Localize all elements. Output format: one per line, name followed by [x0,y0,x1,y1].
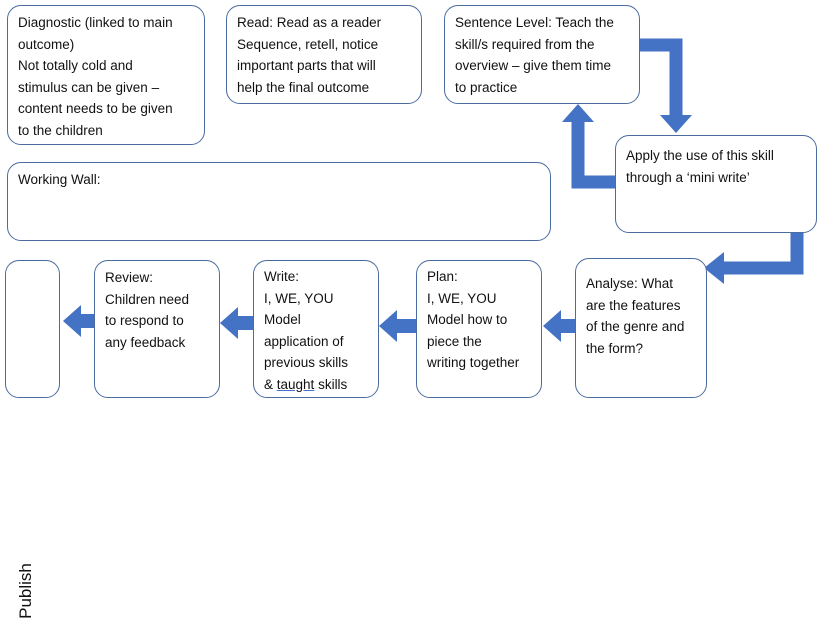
arrow-plan-to-write [379,310,397,342]
write-last-suffix: skills [314,376,348,392]
arrow-review-to-publish [63,305,81,337]
plan-box: Plan: I, WE, YOU Model how to piece the … [416,260,542,398]
diagnostic-line: Not totally cold and [18,58,133,73]
read-line: Read: Read as a reader [237,15,382,30]
diagnostic-line: Diagnostic (linked to main [18,15,173,30]
sentence-level-line: to practice [455,79,518,95]
diagnostic-line: stimulus can be given – [18,79,160,95]
sentence-level-box: Sentence Level: Teach the skill/s requir… [444,5,640,104]
read-line: Sequence, retell, notice [237,36,379,52]
working-wall-label: Working Wall: [18,172,101,187]
publish-label: Publish [16,563,35,619]
plan-line: Plan: [427,269,458,284]
plan-line: piece the [427,333,482,349]
sentence-level-line: overview – give them time [455,58,612,73]
publish-box: Publish [5,260,60,619]
review-line: any feedback [105,334,186,350]
arrow-apply-to-sentence-head [562,104,594,122]
arrow-write-to-review [220,307,238,339]
arrow-sentence-to-apply [640,38,683,117]
flow-arrows [63,38,804,342]
apply-line: Apply the use of this skill [626,148,774,163]
write-line: application of [264,333,344,349]
write-line: Write: [264,269,300,284]
write-box: Write: I, WE, YOU Model application of p… [253,260,379,398]
write-line-last: & taught skills [264,374,368,396]
arrow-analyse-to-plan [543,310,561,342]
review-line: Children need [105,291,190,307]
analyse-line: the form? [586,340,644,356]
review-line: Review: [105,270,154,285]
sentence-level-line: Sentence Level: Teach the [455,15,614,30]
review-box: Review: Children need to respond to any … [94,260,220,398]
diagnostic-line: content needs to be given [18,101,173,116]
diagnostic-line: to the children [18,122,103,138]
write-line: I, WE, YOU [264,290,334,306]
write-line: previous skills [264,355,349,370]
write-last-underlined: taught [276,376,315,392]
arrow-sentence-to-apply-head [660,115,692,133]
plan-line: Model how to [427,312,508,327]
working-wall-box: Working Wall: [7,162,551,241]
plan-line: I, WE, YOU [427,290,497,306]
sentence-level-line: skill/s required from the [455,36,595,52]
read-box: Read: Read as a reader Sequence, retell,… [226,5,422,104]
plan-line: writing together [427,355,520,370]
apply-line: through a ‘mini write’ [626,169,750,185]
diagnostic-line: outcome) [18,36,75,52]
write-line: Model [264,312,301,327]
read-line: help the final outcome [237,79,370,95]
analyse-line: Analyse: What [586,276,674,291]
analyse-line: of the genre and [586,319,685,334]
arrow-apply-to-sentence [571,120,616,189]
apply-box: Apply the use of this skill through a ‘m… [615,135,817,233]
read-line: important parts that will [237,58,376,73]
analyse-line: are the features [586,297,681,313]
diagnostic-box: Diagnostic (linked to main outcome) Not … [7,5,205,145]
review-line: to respond to [105,313,184,328]
write-last-prefix: & [264,376,277,392]
analyse-box: Analyse: What are the features of the ge… [575,258,707,398]
arrow-apply-to-analyse-head [704,252,724,284]
arrow-apply-to-analyse [722,233,804,275]
